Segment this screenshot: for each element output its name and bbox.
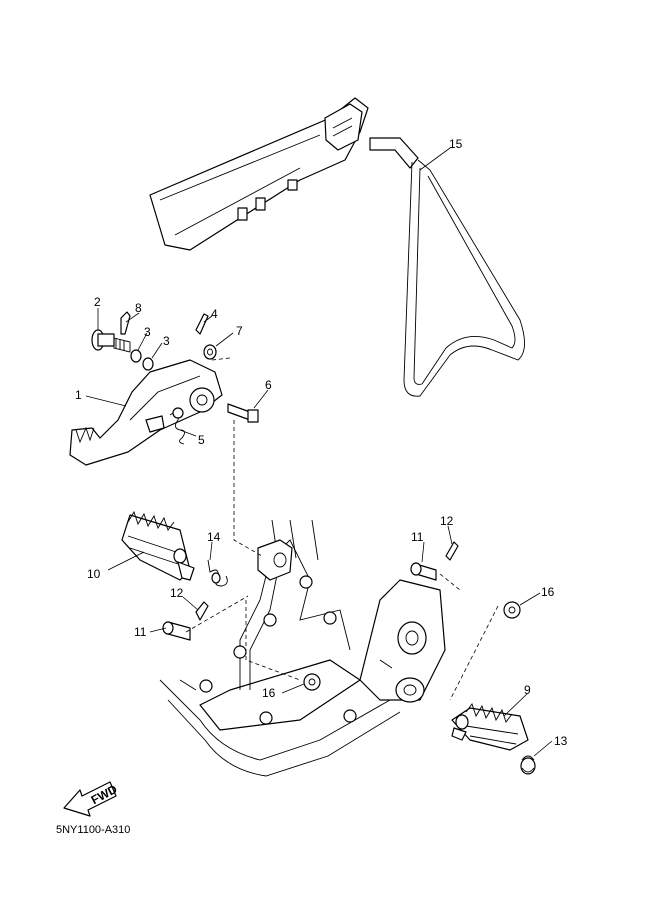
callout-3b: 3 [163,334,170,348]
fwd-arrow-icon: FWD [63,781,120,817]
callout-2: 2 [94,295,101,309]
callout-9: 9 [524,683,531,697]
callout-6: 6 [265,378,272,392]
spring-14 [207,559,228,587]
callout-12a: 12 [170,586,184,600]
spring-13 [520,755,536,775]
callout-13: 13 [554,734,568,748]
diagram-code: 5NY1100-A310 [56,824,130,836]
callout-8: 8 [135,301,142,315]
callout-12b: 12 [440,514,454,528]
leader-lines [85,147,553,757]
washer-3b [142,357,154,371]
footrest-10 [121,510,195,581]
washer-7 [203,344,217,360]
clevis-pin-11-right [410,562,437,581]
brake-pedal-1 [69,359,223,466]
callout-10: 10 [87,567,101,581]
callout-3a: 3 [144,325,151,339]
callout-14: 14 [207,530,221,544]
fwd-label: FWD [89,782,120,807]
callout-11a: 11 [134,625,147,639]
callout-11b: 11 [411,530,424,544]
callout-labels: 1 2 3 3 4 5 6 7 8 9 10 11 11 12 12 13 14… [75,137,568,748]
callout-4: 4 [211,307,218,321]
callout-16a: 16 [262,686,276,700]
collar-16-center [303,673,321,691]
pivot-bolt-2 [91,329,131,353]
cotter-pin-8 [120,311,131,335]
stand-15 [369,137,525,397]
pin-12-left [195,601,209,621]
footrest-9 [451,703,529,751]
pedal-pivot-boss [257,539,313,589]
spring-5 [169,407,185,445]
bolt-6 [227,403,259,423]
callout-5: 5 [198,433,205,447]
washer-3a [130,349,142,363]
callout-1: 1 [75,388,82,402]
main-frame [159,519,446,777]
callout-16b: 16 [541,585,555,599]
collar-16-right [503,601,521,619]
assembly-lines [185,357,499,701]
clevis-pin-11-left [162,621,191,641]
callout-15: 15 [449,137,463,151]
swingarm-frame [149,97,369,251]
pin-4 [195,313,209,335]
callout-7: 7 [236,324,243,338]
pin-12-right [445,541,459,561]
